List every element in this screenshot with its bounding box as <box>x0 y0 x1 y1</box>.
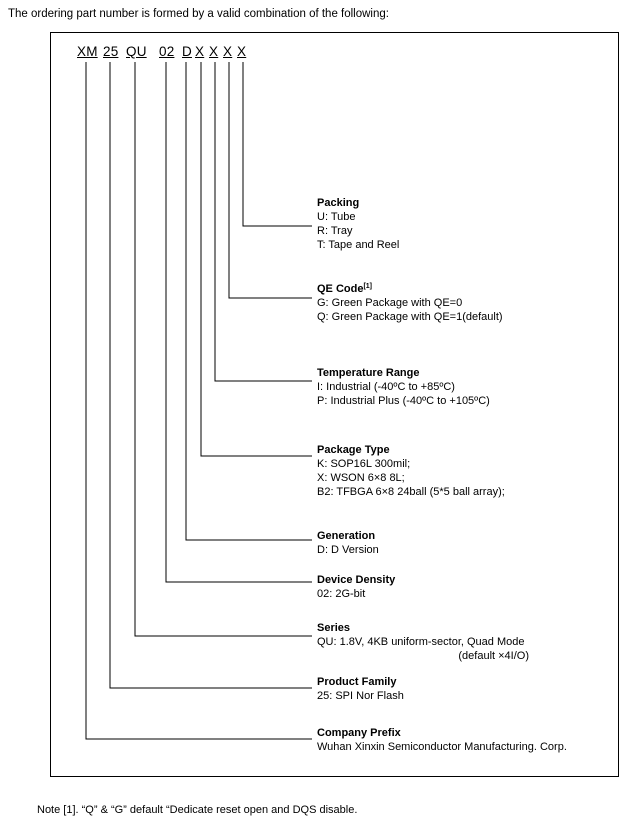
connector-generation <box>185 62 312 541</box>
connector-density <box>165 62 312 583</box>
segment-generation: D <box>182 44 192 59</box>
packing-title: Packing <box>317 197 360 209</box>
segment-series: QU <box>126 44 147 59</box>
family-title: Product Family <box>317 676 397 688</box>
qe-code-title-text: QE Code <box>317 283 364 295</box>
footnote: Note [1]. “Q” & “G” default “Dedicate re… <box>37 804 358 816</box>
footnote-marker: [1] <box>363 283 373 290</box>
temperature-block: Temperature Range I: Industrial (-40ºC t… <box>317 366 490 408</box>
segment-temperature: X <box>209 44 219 59</box>
intro-text: The ordering part number is formed by a … <box>8 8 389 20</box>
density-block: Device Density 02: 2G-bit <box>317 573 395 601</box>
segment-density: 02 <box>159 44 175 59</box>
generation-title: Generation <box>317 530 376 542</box>
connector-qe <box>228 62 312 299</box>
series-title: Series <box>317 622 351 634</box>
generation-block: Generation D: D Version <box>317 529 379 557</box>
density-title: Device Density <box>317 574 396 586</box>
company-title: Company Prefix <box>317 727 401 739</box>
packing-line: U: Tube <box>317 211 356 223</box>
package-type-line: X: WSON 6×8 8L; <box>317 472 405 484</box>
segment-family: 25 <box>103 44 119 59</box>
connector-series <box>134 62 312 637</box>
family-block: Product Family 25: SPI Nor Flash <box>317 675 404 703</box>
connector-temperature <box>214 62 312 382</box>
segment-package: X <box>195 44 205 59</box>
series-block: Series QU: 1.8V, 4KB uniform-sector, Qua… <box>317 621 529 663</box>
diagram-frame <box>50 32 619 777</box>
company-line: Wuhan Xinxin Semiconductor Manufacturing… <box>317 741 567 753</box>
temperature-line: I: Industrial (-40ºC to +85ºC) <box>317 381 455 393</box>
qe-code-line: G: Green Package with QE=0 <box>317 297 463 309</box>
segment-company: XM <box>77 44 98 59</box>
package-type-title: Package Type <box>317 444 390 456</box>
series-line: (default ×4I/O) <box>458 650 529 662</box>
qe-code-title: QE Code[1] <box>317 282 503 296</box>
package-type-block: Package Type K: SOP16L 300mil; X: WSON 6… <box>317 443 505 499</box>
family-line: 25: SPI Nor Flash <box>317 690 404 702</box>
generation-line: D: D Version <box>317 544 379 556</box>
qe-code-block: QE Code[1] G: Green Package with QE=0 Q:… <box>317 282 503 324</box>
company-block: Company Prefix Wuhan Xinxin Semiconducto… <box>317 726 567 754</box>
package-type-line: K: SOP16L 300mil; <box>317 458 411 470</box>
qe-code-line: Q: Green Package with QE=1(default) <box>317 311 503 323</box>
packing-line: T: Tape and Reel <box>317 239 400 251</box>
package-type-line: B2: TFBGA 6×8 24ball (5*5 ball array); <box>317 486 505 498</box>
series-line: QU: 1.8V, 4KB uniform-sector, Quad Mode <box>317 636 525 648</box>
connector-package <box>200 62 312 457</box>
connector-company <box>85 62 312 740</box>
density-line: 02: 2G-bit <box>317 588 366 600</box>
packing-block: Packing U: Tube R: Tray T: Tape and Reel <box>317 196 399 252</box>
packing-line: R: Tray <box>317 225 353 237</box>
segment-packing: X <box>237 44 247 59</box>
temperature-title: Temperature Range <box>317 367 420 379</box>
temperature-line: P: Industrial Plus (-40ºC to +105ºC) <box>317 395 490 407</box>
segment-qe: X <box>223 44 233 59</box>
connector-family <box>109 62 312 689</box>
connector-packing <box>242 62 312 227</box>
